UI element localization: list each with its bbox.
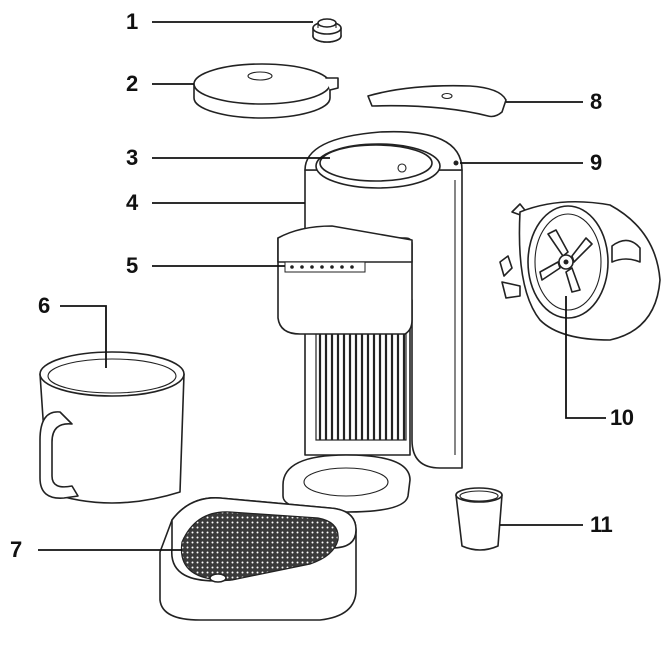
callout-8: 8 xyxy=(590,89,602,114)
main-body xyxy=(277,130,463,513)
leader-10 xyxy=(565,296,606,419)
callout-9: 9 xyxy=(590,150,602,175)
leader-6 xyxy=(60,305,107,368)
part-7-drip-tray xyxy=(159,497,357,621)
callout-2: 2 xyxy=(126,71,138,96)
callout-4: 4 xyxy=(126,190,138,215)
leader-lines xyxy=(38,21,606,551)
part-1-knob xyxy=(312,18,342,43)
part-10-blade-assembly xyxy=(499,201,661,341)
callout-5: 5 xyxy=(126,253,138,278)
callout-1: 1 xyxy=(126,9,138,34)
callout-3: 3 xyxy=(126,145,138,170)
callout-11: 11 xyxy=(590,512,613,537)
part-11-cup xyxy=(455,487,503,551)
callout-10: 10 xyxy=(610,405,634,430)
part-8-top-cover xyxy=(367,84,507,118)
part-2-lid xyxy=(193,63,339,119)
callout-6: 6 xyxy=(38,293,50,318)
part-6-pitcher xyxy=(39,351,185,504)
callout-7: 7 xyxy=(10,537,22,562)
